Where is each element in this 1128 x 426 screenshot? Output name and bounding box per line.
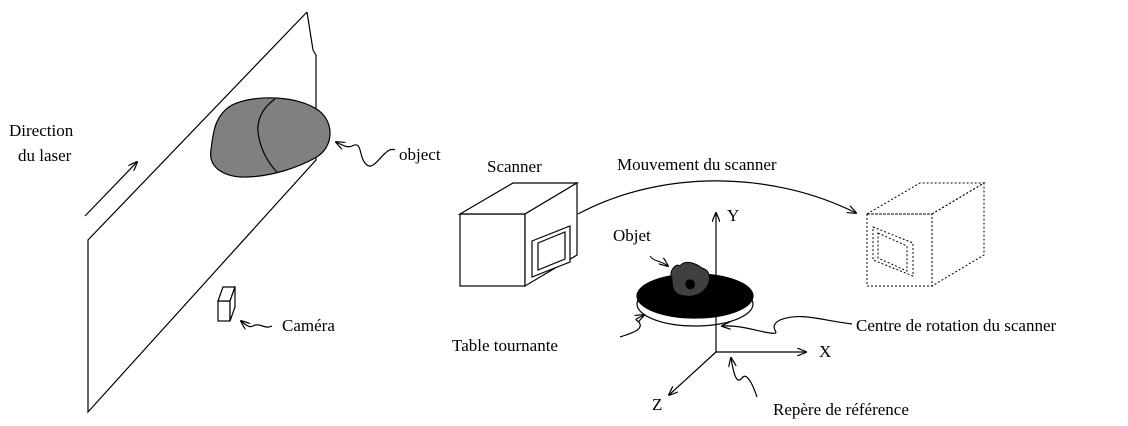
camera-label: Caméra (282, 316, 335, 335)
object-label: object (399, 145, 441, 164)
camera-pointer (241, 321, 273, 327)
objet-label: Objet (613, 226, 651, 245)
objet-shape (670, 261, 710, 297)
camera-icon (217, 286, 236, 322)
direction-label-line1: Direction (9, 121, 74, 140)
reference-frame-label: Repère de référence (773, 400, 909, 419)
scanner-box-moved (865, 182, 986, 287)
laser-plane (87, 11, 317, 414)
axis-x-label: X (819, 342, 832, 361)
z-axis (669, 351, 717, 395)
reference-axes (669, 213, 806, 395)
turntable-pointer (619, 315, 644, 338)
turntable-label: Table tournante (452, 336, 558, 355)
laser-direction-arrow (84, 162, 137, 217)
axis-y-label: Y (727, 206, 740, 225)
object-shape (210, 97, 331, 178)
rotation-center-pointer (722, 315, 853, 334)
axis-z-label: Z (652, 395, 663, 414)
scanner-label: Scanner (487, 157, 542, 176)
object-pointer (336, 142, 396, 167)
turntable (636, 273, 754, 327)
scanner-motion-arrow (577, 180, 856, 215)
direction-label-line2: du laser (18, 146, 72, 165)
scanner-motion-label: Mouvement du scanner (617, 155, 777, 174)
reference-frame-pointer (731, 358, 758, 398)
scanner-box (457, 181, 580, 288)
objet-pointer (649, 255, 668, 266)
rotation-center-label: Centre de rotation du scanner (856, 316, 1057, 335)
